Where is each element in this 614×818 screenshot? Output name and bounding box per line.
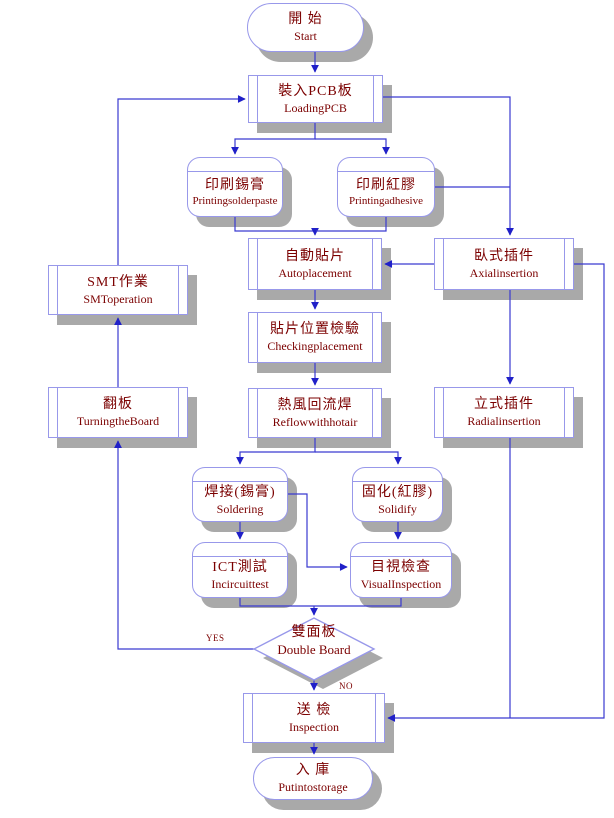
node-visual-inspection-label-zh: 目視檢查 — [371, 560, 431, 576]
edge-reflow-solidify — [315, 451, 402, 465]
node-start-label-en: Start — [294, 29, 317, 44]
node-smt-operation-label-en: SMToperation — [83, 291, 153, 306]
node-solidify: 固化(紅膠) Solidify — [352, 467, 443, 522]
node-printing-adhesive: 印刷紅膠 Printingadhesive — [337, 157, 435, 217]
node-printing-solder-paste-label-en: Printingsolderpaste — [192, 195, 278, 207]
node-solidify-label-zh: 固化(紅膠) — [361, 484, 434, 500]
edge-reflow-soldering — [236, 438, 316, 465]
node-radial-insertion: 立式插件 Radialinsertion — [434, 387, 574, 438]
node-double-board-label-en: Double Board — [277, 641, 351, 657]
node-soldering-label-zh: 焊接(錫膏) — [204, 484, 276, 500]
node-printing-adhesive-label-zh: 印刷紅膠 — [356, 177, 416, 193]
node-checking-placement-label-en: Checkingplacement — [267, 339, 363, 354]
node-double-board: 雙面板 Double Board — [254, 624, 374, 674]
node-loading-pcb: 裝入PCB板 LoadingPCB — [248, 75, 383, 123]
node-visual-inspection-label-en: VisualInspection — [360, 577, 442, 592]
node-turning-board-label-en: TurningtheBoard — [76, 414, 160, 429]
node-printing-solder-paste-label-zh: 印刷錫膏 — [205, 177, 265, 193]
node-ict-test-label-en: Incircuittest — [211, 577, 269, 592]
node-visual-inspection: 目視檢查 VisualInspection — [350, 542, 452, 598]
node-put-into-storage-label-en: Putintostorage — [278, 780, 348, 795]
node-auto-placement: 自動貼片 Autoplacement — [248, 238, 382, 290]
node-loading-pcb-label-en: LoadingPCB — [284, 100, 347, 115]
node-reflow-hot-air-label-zh: 熱風回流焊 — [277, 397, 353, 413]
node-auto-placement-label-zh: 自動貼片 — [285, 248, 345, 264]
node-turning-board: 翻板 TurningtheBoard — [48, 387, 188, 438]
node-auto-placement-label-en: Autoplacement — [278, 265, 352, 280]
node-double-board-label-zh: 雙面板 — [291, 625, 337, 640]
node-checking-placement: 貼片位置檢驗 Checkingplacement — [248, 312, 382, 363]
node-radial-insertion-label-zh: 立式插件 — [474, 397, 534, 413]
node-inspection-label-en: Inspection — [289, 719, 339, 734]
node-axial-insertion-label-zh: 臥式插件 — [474, 248, 534, 264]
edge-soldering-visual — [288, 493, 348, 571]
edge-adhesive-autoplacement — [316, 217, 387, 232]
node-reflow-hot-air: 熱風回流焊 Reflowwithhotair — [248, 388, 382, 438]
node-turning-board-label-zh: 翻板 — [103, 397, 133, 413]
node-start-label-zh: 開 始 — [288, 12, 323, 28]
node-put-into-storage: 入 庫 Putintostorage — [253, 757, 373, 800]
node-smt-operation: SMT作業 SMToperation — [48, 265, 188, 315]
node-soldering-label-en: Soldering — [216, 501, 264, 516]
node-axial-insertion: 臥式插件 Axialinsertion — [434, 238, 574, 290]
node-soldering: 焊接(錫膏) Soldering — [192, 467, 288, 522]
node-printing-adhesive-label-en: Printingadhesive — [349, 195, 423, 207]
node-start: 開 始 Start — [247, 3, 364, 52]
node-reflow-hot-air-label-en: Reflowwithhotair — [272, 414, 358, 429]
edge-loading-adhesive — [315, 138, 390, 155]
node-put-into-storage-label-zh: 入 庫 — [295, 763, 331, 779]
node-inspection-label-zh: 送 檢 — [296, 702, 332, 718]
edge-paste-autoplacement — [234, 217, 319, 236]
node-printing-solder-paste: 印刷錫膏 Printingsolderpaste — [187, 157, 283, 217]
edge-ict-visual-merge — [239, 598, 402, 607]
node-radial-insertion-label-en: Radialinsertion — [467, 414, 541, 429]
node-ict-test-label-zh: ICT測試 — [212, 560, 268, 576]
edge-loading-paste — [231, 123, 316, 155]
edge-label-yes: YES — [206, 633, 225, 643]
node-smt-operation-label-zh: SMT作業 — [87, 274, 149, 290]
node-axial-insertion-label-en: Axialinsertion — [469, 265, 539, 280]
node-inspection: 送 檢 Inspection — [243, 693, 385, 743]
node-checking-placement-label-zh: 貼片位置檢驗 — [270, 322, 360, 338]
edge-label-no: NO — [339, 681, 353, 691]
node-ict-test: ICT測試 Incircuittest — [192, 542, 288, 598]
node-solidify-label-en: Solidify — [378, 501, 417, 516]
node-loading-pcb-label-zh: 裝入PCB板 — [278, 83, 353, 99]
